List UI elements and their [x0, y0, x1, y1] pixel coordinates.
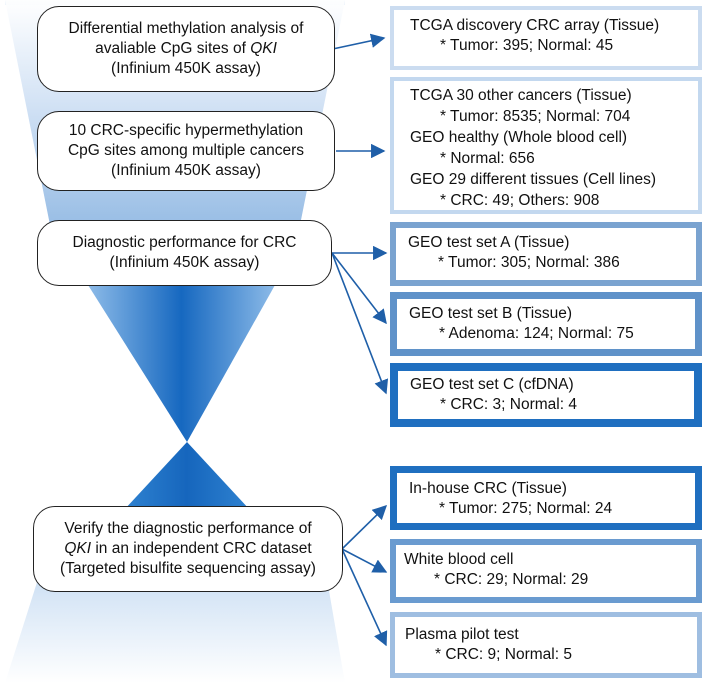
arrow-1 — [327, 33, 386, 51]
arrow-4a — [341, 504, 388, 550]
step-differential-methylation: Differential methylation analysis of ava… — [37, 6, 335, 92]
dataset-plasma-pilot: Plasma pilot test * CRC: 9; Normal: 5 — [390, 612, 702, 678]
funnel-triangle — [124, 442, 250, 510]
step-diagnostic-performance: Diagnostic performance for CRC (Infinium… — [37, 220, 332, 286]
arrow-3c — [331, 252, 389, 395]
step-crc-specific-hypermethylation: 10 CRC-specific hypermethylation CpG sit… — [37, 111, 335, 191]
arrow-4b — [341, 548, 388, 573]
arrow-4c — [341, 548, 388, 647]
step-verify-independent-dataset: Verify the diagnostic performance of QKI… — [33, 506, 343, 592]
dataset-tcga-discovery: TCGA discovery CRC array (Tissue) * Tumo… — [390, 6, 702, 70]
funnel-cone — [88, 285, 275, 442]
dataset-geo-test-set-c: GEO test set C (cfDNA) * CRC: 3; Normal:… — [390, 363, 702, 427]
dataset-in-house-crc: In-house CRC (Tissue) * Tumor: 275; Norm… — [390, 466, 702, 530]
dataset-white-blood-cell: White blood cell * CRC: 29; Normal: 29 — [390, 539, 702, 603]
dataset-multi-cancer-tissues: TCGA 30 other cancers (Tissue) * Tumor: … — [390, 77, 702, 214]
dataset-geo-test-set-a: GEO test set A (Tissue) * Tumor: 305; No… — [390, 222, 702, 286]
arrow-3b — [331, 252, 387, 325]
dataset-geo-test-set-b: GEO test set B (Tissue) * Adenoma: 124; … — [390, 292, 702, 356]
